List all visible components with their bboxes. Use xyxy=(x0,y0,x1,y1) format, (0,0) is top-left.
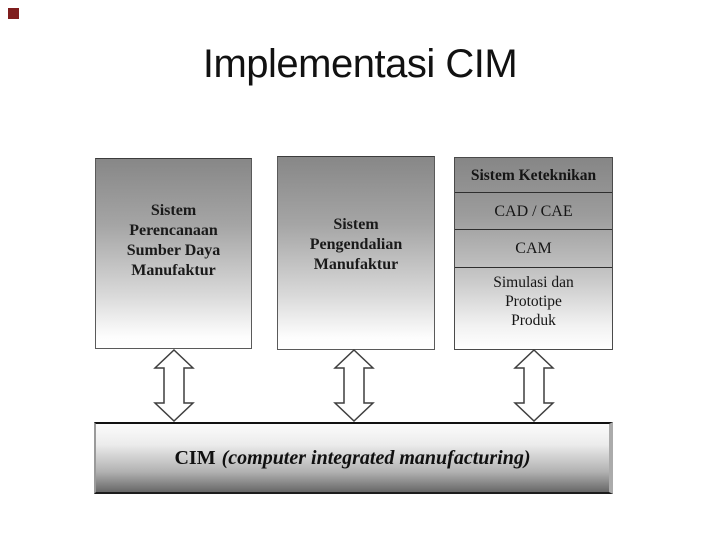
corner-accent-square xyxy=(8,8,19,19)
box-sistem-keteknikan: Sistem Keteknikan CAD / CAE CAM Simulasi… xyxy=(454,157,613,350)
box-sistem-pengendalian: Sistem Pengendalian Manufaktur xyxy=(277,156,435,350)
cim-bar: CIM (computer integrated manufacturing) xyxy=(94,422,613,494)
sistem-keteknikan-header: Sistem Keteknikan xyxy=(470,166,597,184)
double-arrow-icon-right xyxy=(513,349,555,422)
cim-bar-sublabel: (computer integrated manufacturing) xyxy=(221,446,531,469)
box-sistem-perencanaan-label: Sistem Perencanaan Sumber Daya Manufaktu… xyxy=(126,202,221,279)
box-sistem-perencanaan: Sistem Perencanaan Sumber Daya Manufaktu… xyxy=(95,158,252,349)
double-arrow-icon-middle xyxy=(333,349,375,422)
cim-bar-label: CIM xyxy=(174,446,216,469)
cell-cad-cae: CAD / CAE xyxy=(455,192,612,229)
cell-cam: CAM xyxy=(455,229,612,267)
slide-title: Implementasi CIM xyxy=(202,42,518,86)
double-arrow-icon-left xyxy=(153,349,195,422)
cell-simulasi-prototipe: Simulasi dan Prototipe Produk xyxy=(455,267,612,349)
box-sistem-pengendalian-label: Sistem Pengendalian Manufaktur xyxy=(309,216,403,273)
